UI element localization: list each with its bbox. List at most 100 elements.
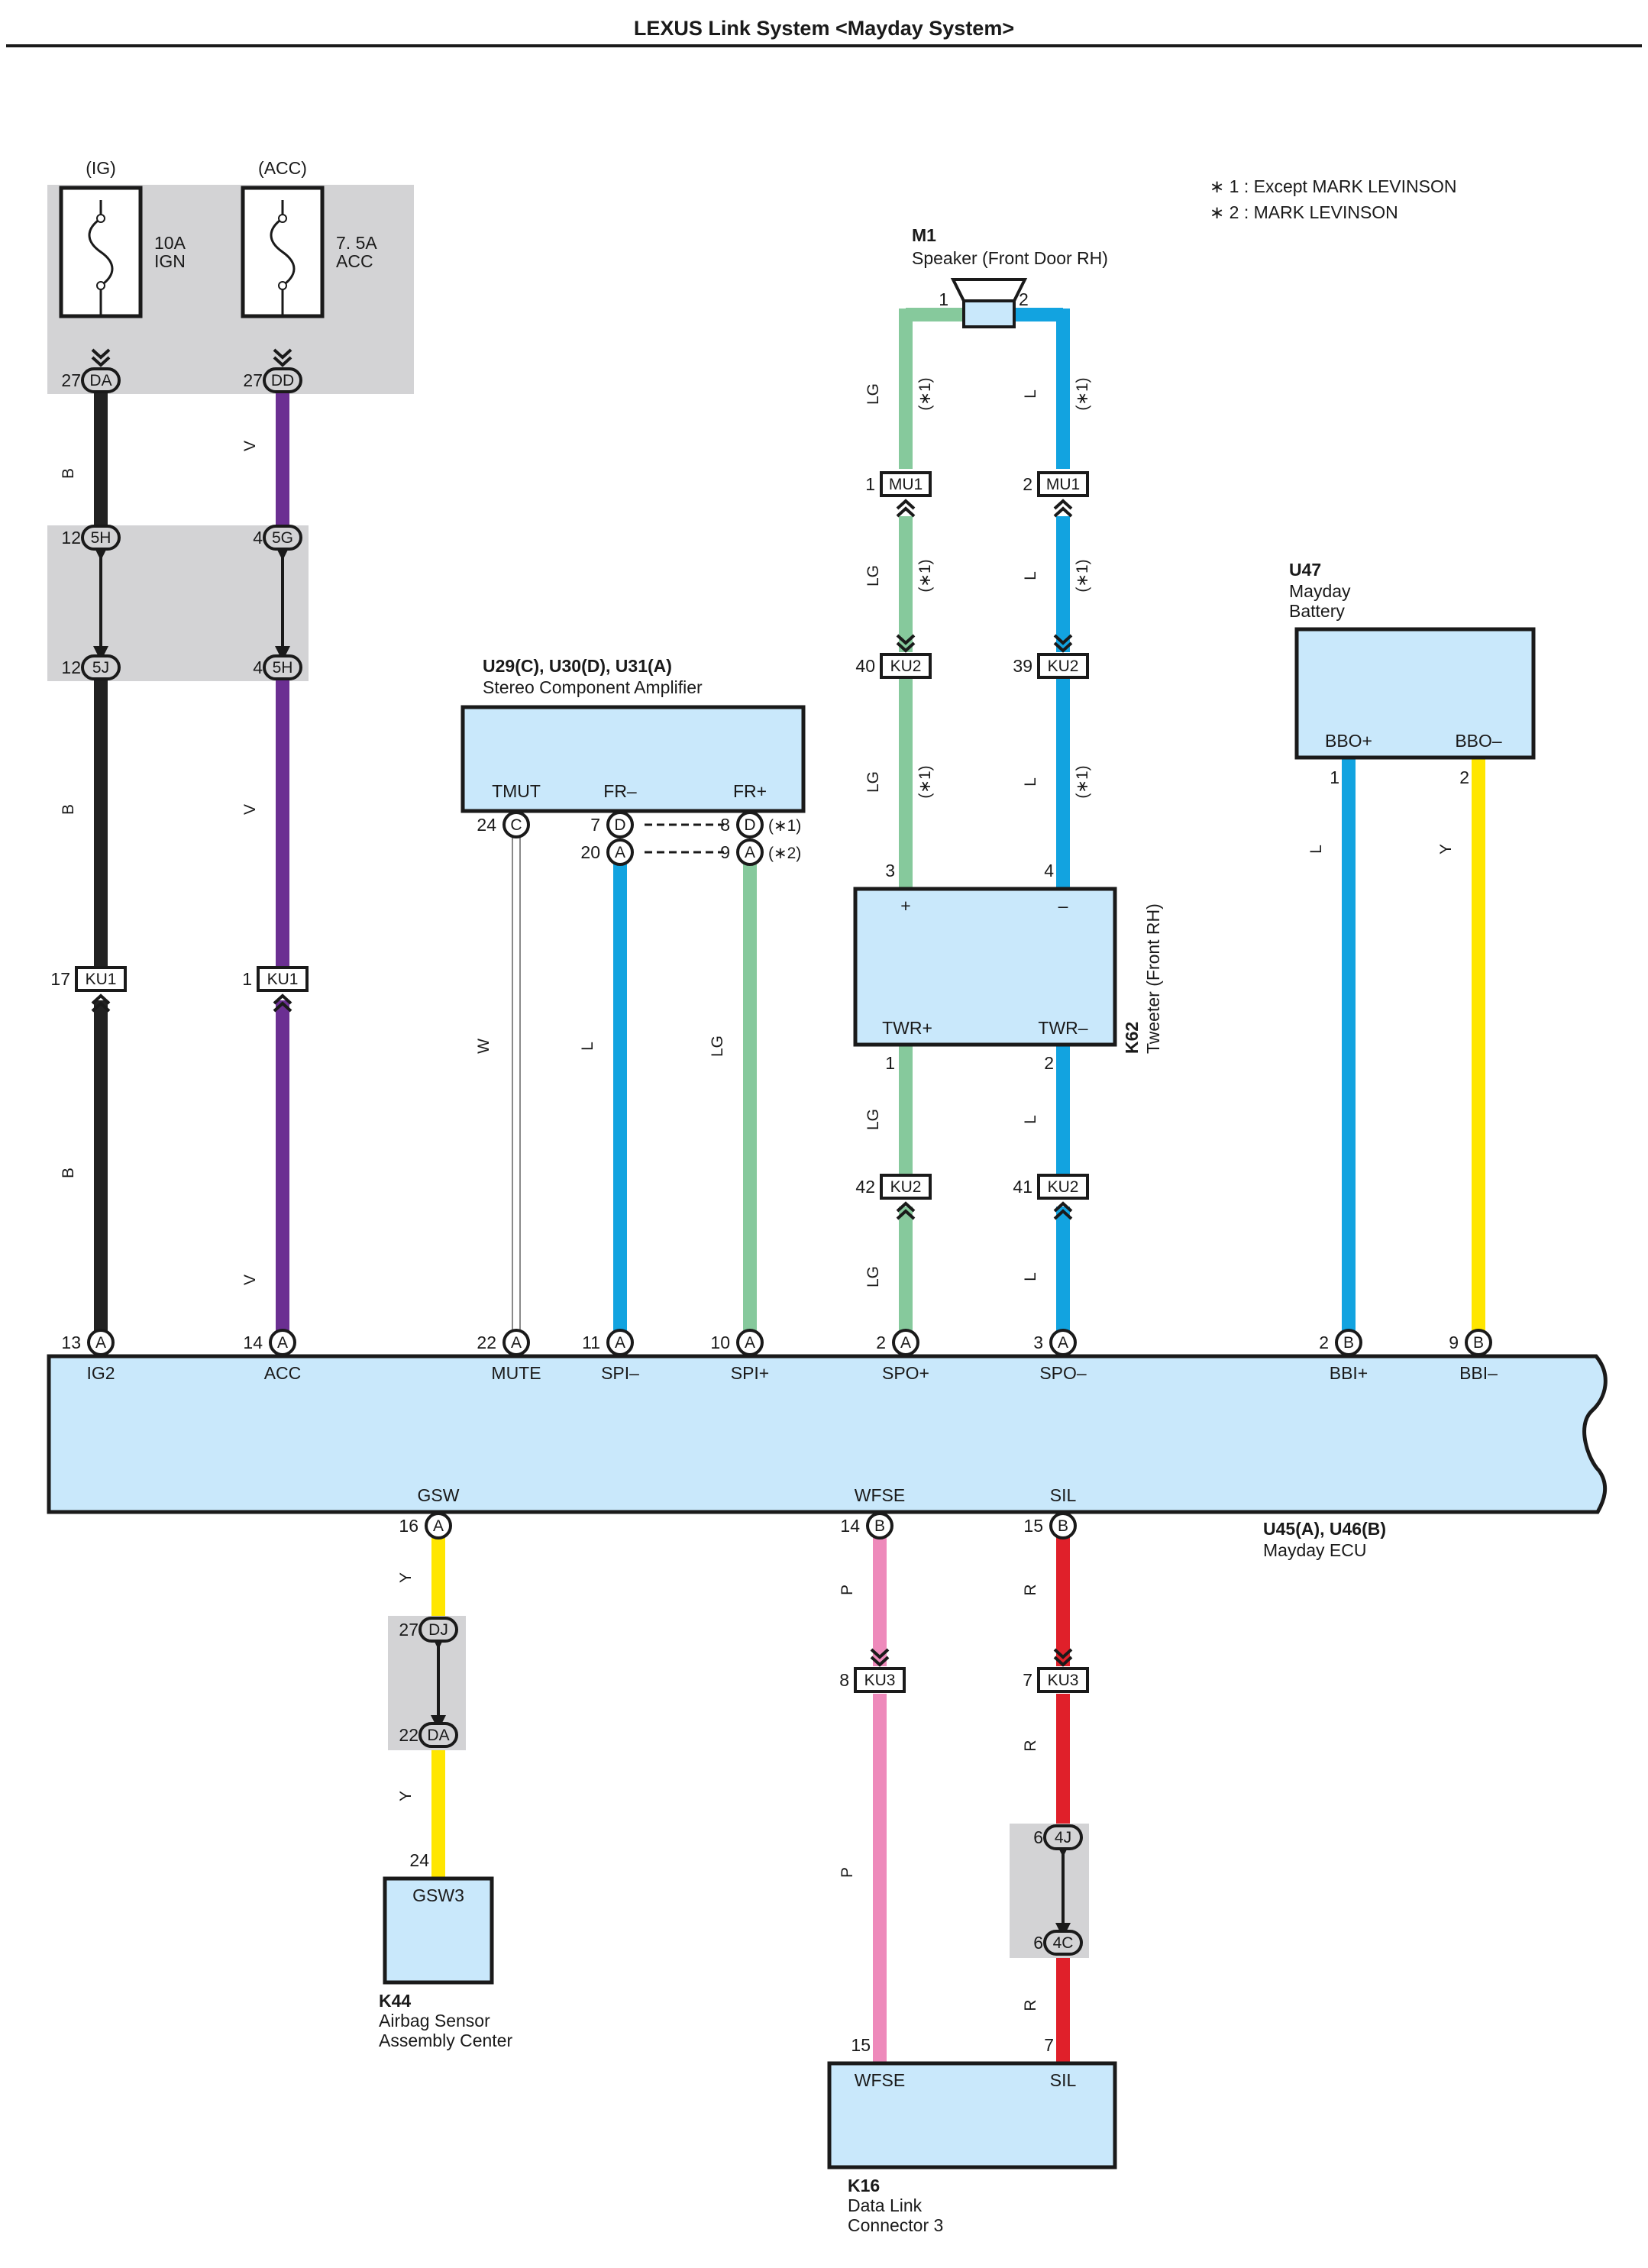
connector-code: B — [1473, 1334, 1484, 1352]
chevron-icon — [896, 634, 916, 653]
connector-body — [736, 838, 764, 866]
wire-label: L — [1022, 1272, 1039, 1281]
note-1: ∗ 1 : Except MARK LEVINSON — [1210, 176, 1456, 196]
connector-body — [87, 1329, 115, 1356]
connector-body — [1037, 1174, 1089, 1200]
connector-body — [418, 1722, 458, 1748]
battery-box — [1294, 627, 1536, 760]
wire-label: Y — [397, 1572, 415, 1583]
wire-label: P — [839, 1867, 856, 1878]
connector-body — [1037, 653, 1089, 679]
connector-pin: 27 — [399, 1620, 418, 1640]
wire-note: (∗1) — [916, 765, 934, 798]
connector-code: KU3 — [864, 1672, 896, 1689]
wire-label: L — [1022, 777, 1039, 787]
wire-label: L — [1307, 845, 1325, 854]
connector-body — [81, 654, 121, 680]
dlc-term-wfse: WFSE — [855, 2070, 905, 2090]
wire-note: (∗1) — [1074, 559, 1091, 592]
connector-code: 4J — [1055, 1829, 1071, 1846]
connector-ecu-spo-neg: A3 — [1033, 1329, 1077, 1356]
chevron-icon — [1053, 499, 1073, 518]
wire-label: L — [579, 1042, 596, 1051]
ecu-term-ig2: IG2 — [86, 1363, 115, 1383]
connector-ecu-wfse: B14 — [840, 1512, 893, 1539]
wire-label: R — [1022, 1584, 1039, 1595]
wire-label: LG — [864, 383, 882, 405]
wire-label: V — [241, 441, 259, 451]
connector-body — [606, 811, 634, 838]
airbag-box — [383, 1876, 494, 1985]
connector-pin: 4 — [253, 528, 263, 548]
pin-bat-pos: 1 — [1330, 767, 1339, 787]
amp-term-fr-neg: FR– — [603, 781, 637, 801]
wire-label: Y — [397, 1791, 415, 1801]
battery-code: U47 — [1289, 560, 1321, 580]
note-2: ∗ 2 : MARK LEVINSON — [1210, 202, 1398, 222]
connector-pin: 11 — [582, 1333, 600, 1352]
airbag-name-2: Assembly Center — [379, 2031, 512, 2050]
connector-ecu-gsw: A16 — [399, 1512, 452, 1539]
connector-pin: 27 — [61, 370, 81, 390]
connector-body — [81, 525, 121, 551]
chevron-icon — [1053, 634, 1073, 653]
dlc-term-sil: SIL — [1050, 2070, 1077, 2090]
connector-body — [736, 1329, 764, 1356]
connector-pin: 2 — [876, 1333, 886, 1352]
connector-ecu-sil: B15 — [1023, 1512, 1077, 1539]
connector-code: A — [615, 1334, 625, 1352]
connector-code: 5H — [273, 659, 293, 677]
ig-label: (IG) — [86, 158, 116, 178]
pin-dlc-wfse: 15 — [851, 2035, 871, 2055]
connector-code: DA — [89, 372, 111, 389]
connector-code: 5G — [272, 529, 293, 547]
dlc-code: K16 — [848, 2176, 880, 2195]
wire-label: LG — [864, 1109, 882, 1130]
connector-code: A — [277, 1334, 288, 1352]
connector-pin: 27 — [243, 370, 263, 390]
connector-code: KU1 — [86, 971, 117, 988]
wire-note: (∗1) — [916, 559, 934, 592]
wire-label: B — [60, 468, 77, 479]
connector-ig-da: DA 27 — [61, 348, 121, 393]
connector-code: C — [510, 816, 522, 834]
connector-pin: 12 — [61, 528, 81, 548]
chevron-icon — [91, 993, 111, 1013]
connector-code: A — [511, 1334, 522, 1352]
connector-code: A — [433, 1517, 444, 1535]
amp-name: Stereo Component Amplifier — [483, 677, 703, 697]
connector-body — [1335, 1329, 1362, 1356]
connector-amp-tmut: C24 — [477, 811, 530, 838]
connector-body — [1043, 1824, 1083, 1850]
wire-note: (∗1) — [1074, 765, 1091, 798]
wire-label: B — [60, 1168, 77, 1178]
connector-pin: 17 — [50, 969, 70, 989]
pin-dlc-sil: 7 — [1044, 2035, 1054, 2055]
tweeter-name: Tweeter (Front RH) — [1143, 903, 1163, 1054]
tweeter-code: K62 — [1122, 1022, 1142, 1054]
connector-pin: 22 — [399, 1725, 418, 1745]
wire-label: L — [1022, 571, 1039, 580]
connector-code: KU3 — [1048, 1672, 1079, 1689]
connector-body — [502, 1329, 530, 1356]
ecu-term-gsw: GSW — [418, 1485, 460, 1505]
fuse-acc-rating: 7. 5A — [336, 233, 377, 253]
connector-code: A — [1058, 1334, 1068, 1352]
connector-note: (∗2) — [768, 845, 801, 862]
wire-label: V — [241, 1275, 259, 1285]
connector-acc-5h: 5H4 — [253, 654, 302, 680]
connector-body — [418, 1617, 458, 1643]
chevron-icon — [273, 348, 292, 367]
connector-pin: 8 — [839, 1670, 849, 1690]
junction-arrows — [93, 545, 1071, 1938]
amp-term-tmut: TMUT — [492, 781, 541, 801]
battery-name-2: Battery — [1289, 601, 1345, 621]
connector-code: A — [615, 844, 625, 861]
connector-code: D — [744, 816, 755, 834]
